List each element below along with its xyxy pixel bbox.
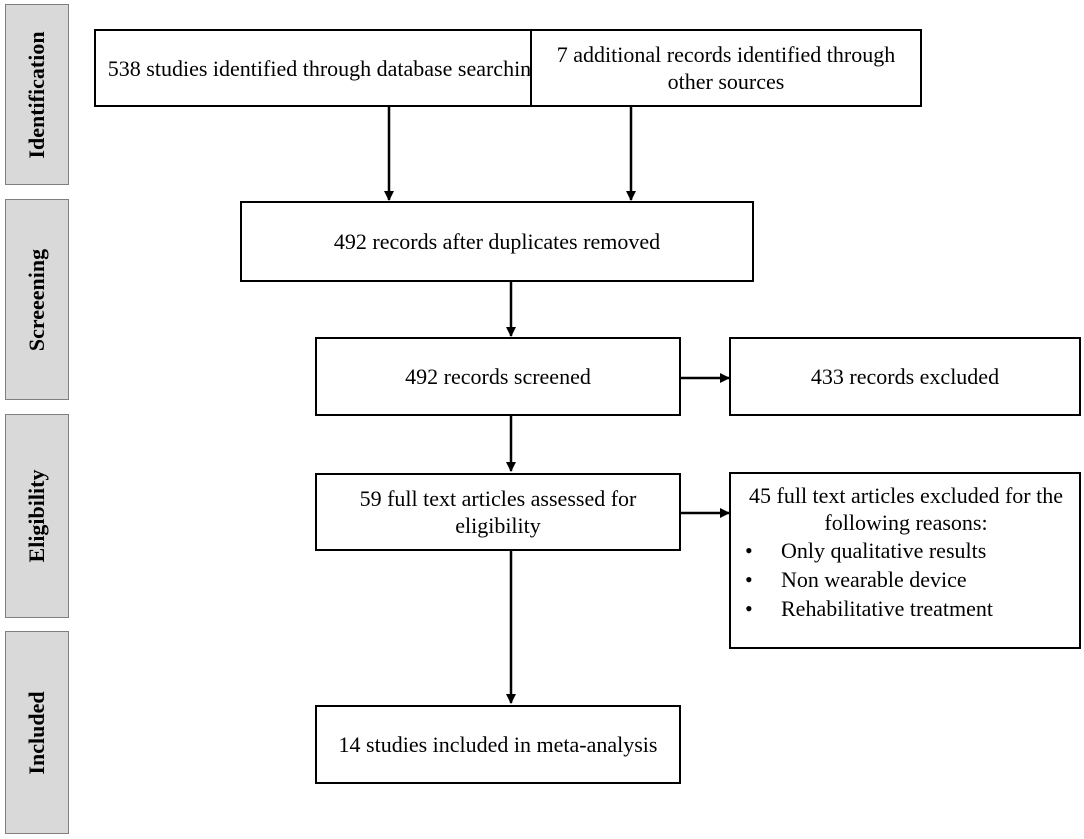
exclusion-reason: • Rehabilitative treatment xyxy=(741,594,1071,623)
box-records-screened: 492 records screened xyxy=(315,337,681,416)
box-text: 492 records screened xyxy=(405,364,591,389)
box-database-search: 538 studies identified through database … xyxy=(94,29,556,107)
box-text: 59 full text articles assessed for eligi… xyxy=(359,486,637,538)
box-text: 492 records after duplicates removed xyxy=(333,229,661,254)
box-full-text-assessed: 59 full text articles assessed for eligi… xyxy=(315,473,681,551)
stage-screening: Screeening xyxy=(5,199,69,400)
reason-text: Only qualitative results xyxy=(781,538,987,563)
box-after-duplicates: 492 records after duplicates removed xyxy=(240,201,754,282)
stage-identification: Identification xyxy=(5,4,69,185)
exclusion-reason: • Non wearable device xyxy=(741,565,1071,594)
box-studies-included: 14 studies included in meta-analysis xyxy=(315,705,681,784)
box-records-excluded: 433 records excluded xyxy=(729,337,1081,416)
exclusion-reasons-list: • Only qualitative results • Non wearable … xyxy=(741,536,1071,623)
box-text: 538 studies identified through database … xyxy=(107,55,543,81)
bullet-icon: • xyxy=(745,596,753,621)
bullet-icon: • xyxy=(745,538,753,563)
box-text: 7 additional records identified through … xyxy=(556,42,896,94)
box-text: 14 studies included in meta-analysis xyxy=(338,732,658,757)
box-other-sources: 7 additional records identified through … xyxy=(530,29,922,107)
stage-included: Included xyxy=(5,631,69,834)
reason-text: Non wearable device xyxy=(781,567,967,592)
box-text: 433 records excluded xyxy=(810,364,1000,389)
box-full-text-excluded: 45 full text articles excluded for the f… xyxy=(729,472,1081,649)
box-text: 45 full text articles excluded for the f… xyxy=(749,483,1063,535)
exclusion-reason: • Only qualitative results xyxy=(741,536,1071,565)
reason-text: Rehabilitative treatment xyxy=(781,596,993,621)
stage-eligibility: Eligibility xyxy=(5,414,69,618)
bullet-icon: • xyxy=(745,567,753,592)
